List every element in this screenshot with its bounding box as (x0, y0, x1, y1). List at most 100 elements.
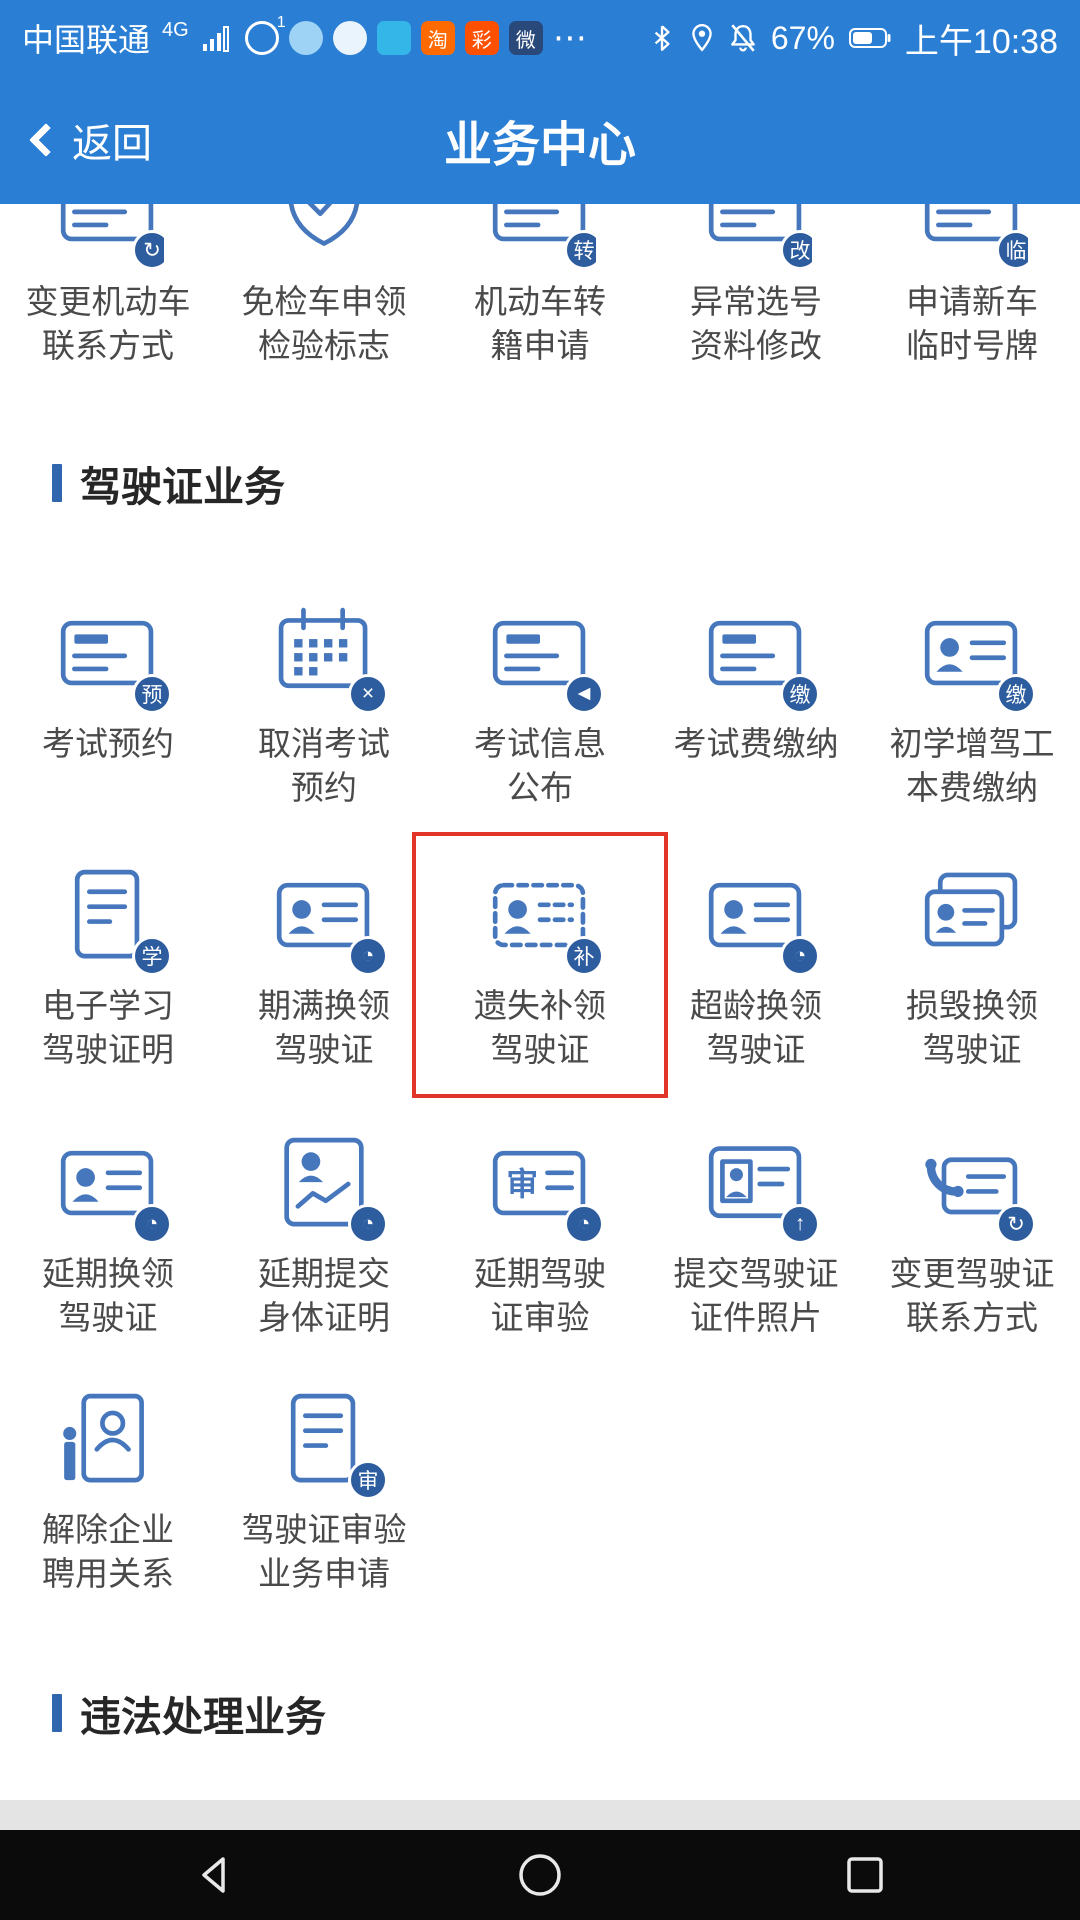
icon-holder: ◄ (484, 598, 604, 714)
service-expiry-renewal-license[interactable]: ◔ 期满换领 驾驶证 (216, 860, 432, 1072)
service-label: 申请新车 临时号牌 (906, 283, 1038, 364)
service-label: 考试信息 公布 (474, 725, 606, 806)
exam-booking-icon: 预 (52, 598, 172, 714)
bluetooth-icon (654, 25, 670, 51)
network-type-label: 4G (162, 18, 189, 41)
icon-holder (268, 204, 380, 268)
service-exam-booking[interactable]: 预考试预约 (0, 598, 216, 810)
badge-x-icon: × (348, 674, 388, 714)
icon-holder: 补 (484, 860, 604, 976)
badge-clock-icon: ◔ (132, 1204, 172, 1244)
driver-license-grid-row4: 解除企业 聘用关系审驾驶证审验 业务申请 (0, 1384, 1080, 1596)
driver-license-grid-row3: ◔ 延期换领 驾驶证 ◔ 延期提交 身体证明 审◔ 延期驾驶 证审验 ↑ 提交驾驶证 证件照片… (0, 1128, 1080, 1340)
service-new-car-temp-plate[interactable]: 临申请新车 临时号牌 (864, 204, 1080, 368)
badge-refresh-icon: ↻ (996, 1204, 1036, 1244)
service-license-review-application[interactable]: 审驾驶证审验 业务申请 (216, 1384, 432, 1596)
battery-percent-label: 67% (770, 19, 835, 56)
android-recents-button[interactable] (755, 1830, 975, 1920)
signal-strength-icon (202, 26, 229, 52)
android-back-button[interactable] (105, 1830, 325, 1920)
location-icon (692, 23, 712, 52)
section-bar-icon (52, 1694, 62, 1732)
back-button[interactable]: 返回 (29, 111, 152, 169)
android-navigation-bar (0, 1830, 1080, 1920)
vehicle-transfer-application-icon: 转 (484, 204, 596, 268)
icon-holder (52, 1384, 164, 1496)
back-chevron-icon (29, 123, 63, 157)
icon-holder: ◔ (268, 860, 388, 976)
service-label: 变更机动车 联系方式 (25, 283, 191, 364)
badge-clock-icon: ◔ (348, 1204, 388, 1244)
service-overage-renewal-license[interactable]: ◔超龄换领 驾驶证 (648, 860, 864, 1072)
service-label: 损毁换领 驾驶证 (906, 987, 1038, 1068)
badge-text-icon: 临 (996, 230, 1028, 268)
service-submit-license-photo[interactable]: ↑ 提交驾驶证 证件照片 (648, 1128, 864, 1340)
icon-holder: 预 (52, 598, 172, 714)
service-vehicle-transfer-application[interactable]: 转机动车转 籍申请 (432, 204, 648, 368)
service-abnormal-number-data-modify[interactable]: 改异常选号 资料修改 (648, 204, 864, 368)
service-label: 驾驶证审验 业务申请 (241, 1511, 407, 1592)
lost-replacement-license-icon: 补 (484, 860, 604, 976)
service-exam-info-release[interactable]: ◄ 考试信息 公布 (432, 598, 648, 810)
service-label: 延期驾驶 证审验 (474, 1255, 606, 1336)
deferred-renewal-license-icon: ◔ (52, 1128, 172, 1244)
abnormal-number-data-modify-icon: 改 (700, 204, 812, 268)
service-learner-license-fee-payment[interactable]: 缴初学增驾工 本费缴纳 (864, 598, 1080, 810)
service-deferred-physical-report[interactable]: ◔ 延期提交 身体证明 (216, 1128, 432, 1340)
nav-bar: 业务中心 返回 (0, 76, 1080, 204)
taobao-icon: 淘 (420, 21, 455, 55)
page-title: 业务中心 (443, 119, 636, 172)
service-e-learning-driving-certificate[interactable]: 学电子学习 驾驶证明 (0, 860, 216, 1072)
service-label: 延期提交 身体证明 (258, 1255, 390, 1336)
service-change-vehicle-contact[interactable]: ↻ 变更机动车 联系方式 (0, 204, 216, 368)
vehicle-services-grid: ↻ 变更机动车 联系方式免检车申领 检验标志转机动车转 籍申请改异常选号 资料修改… (0, 204, 1080, 368)
android-recents-square-icon (847, 1857, 883, 1893)
badge-pie-icon: ◔ (348, 936, 388, 976)
content-area[interactable]: ↻ 变更机动车 联系方式免检车申领 检验标志转机动车转 籍申请改异常选号 资料修改… (0, 204, 1080, 1800)
badge-text-icon: 改 (780, 230, 812, 268)
deferred-license-review-icon: 审◔ (484, 1128, 604, 1244)
badge-refresh-icon: ↻ (132, 230, 164, 268)
service-label: 变更驾驶证 联系方式 (889, 1255, 1055, 1336)
icon-holder: 审◔ (484, 1128, 604, 1244)
icon-holder: 转 (484, 204, 596, 268)
service-lost-replacement-license[interactable]: 补遗失补领 驾驶证 (412, 832, 668, 1098)
icon-holder: ◔ (52, 1128, 172, 1244)
section-bar-icon (52, 464, 62, 502)
badge-speaker-icon: ◄ (564, 674, 604, 714)
weibo-icon (376, 21, 411, 55)
exam-fee-payment-icon: 缴 (700, 598, 820, 714)
service-deferred-renewal-license[interactable]: ◔ 延期换领 驾驶证 (0, 1128, 216, 1340)
deferred-physical-report-icon: ◔ (268, 1128, 388, 1244)
service-damaged-replacement-license[interactable]: 损毁换领 驾驶证 (864, 860, 1080, 1072)
badge-text-icon: 缴 (996, 674, 1036, 714)
cancel-exam-booking-icon: × (268, 598, 388, 714)
service-label: 延期换领 驾驶证 (42, 1255, 174, 1336)
service-terminate-employment-relation[interactable]: 解除企业 聘用关系 (0, 1384, 216, 1596)
icon-holder (916, 860, 1028, 972)
service-cancel-exam-booking[interactable]: × 取消考试 预约 (216, 598, 432, 810)
service-deferred-license-review[interactable]: 审◔ 延期驾驶 证审验 (432, 1128, 648, 1340)
service-label: 考试预约 (42, 725, 174, 762)
service-exam-fee-payment[interactable]: 缴考试费缴纳 (648, 598, 864, 810)
badge-text-icon: 补 (564, 936, 604, 976)
icon-holder: 学 (52, 860, 172, 976)
service-inspection-free-sticker[interactable]: 免检车申领 检验标志 (216, 204, 432, 368)
service-label: 超龄换领 驾驶证 (690, 987, 822, 1068)
exam-info-release-icon: ◄ (484, 598, 604, 714)
icon-holder: ↻ (916, 1128, 1036, 1244)
back-label: 返回 (72, 122, 152, 166)
service-label: 期满换领 驾驶证 (258, 987, 390, 1068)
qq-icon (332, 21, 367, 55)
service-label: 取消考试 预约 (258, 725, 390, 806)
expiry-renewal-license-icon: ◔ (268, 860, 388, 976)
icon-holder: × (268, 598, 388, 714)
android-home-button[interactable] (430, 1830, 650, 1920)
service-change-license-contact[interactable]: ↻ 变更驾驶证 联系方式 (864, 1128, 1080, 1340)
service-label: 提交驾驶证 证件照片 (673, 1255, 839, 1336)
learner-license-fee-payment-icon: 缴 (916, 598, 1036, 714)
mute-bell-icon (730, 24, 755, 52)
badge-clock-icon: ◔ (564, 1204, 604, 1244)
badge-up-icon: ↑ (780, 1204, 820, 1244)
